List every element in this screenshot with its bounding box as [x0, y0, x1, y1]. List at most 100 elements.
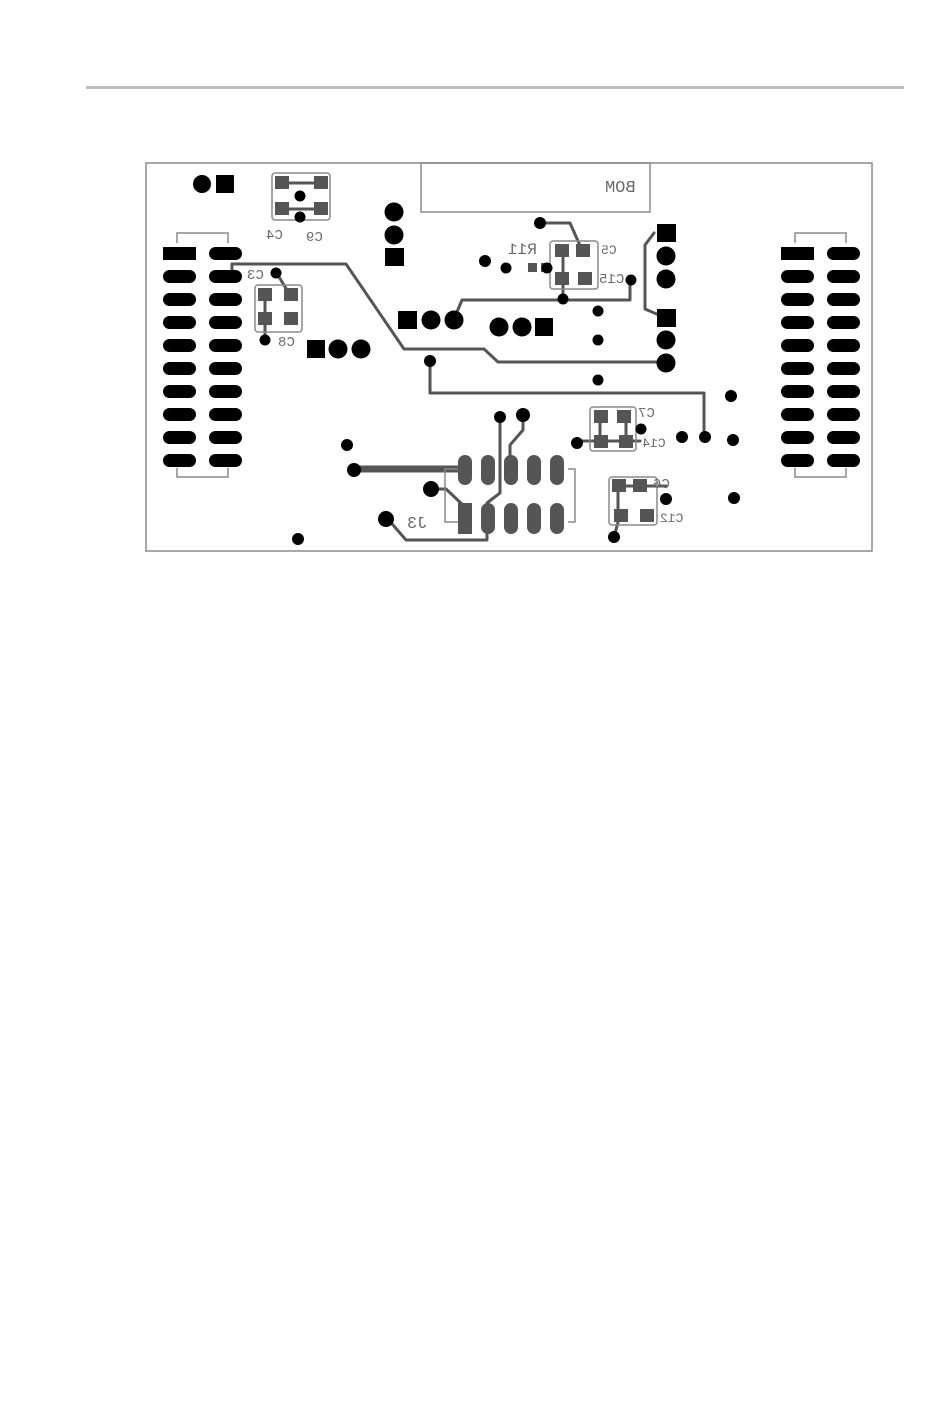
th-pad [423, 481, 439, 497]
th-pad [657, 354, 676, 373]
via [626, 275, 637, 286]
header-pad [209, 385, 242, 398]
th-pad [352, 340, 371, 359]
via [479, 255, 491, 267]
header-pad [827, 339, 860, 352]
header-pad [827, 454, 860, 467]
header-pad [209, 293, 242, 306]
c12-pad [614, 509, 628, 522]
header-pad [827, 431, 860, 444]
th-pad [657, 247, 676, 266]
header-pad [163, 385, 196, 398]
header-pad [781, 431, 814, 444]
j3-pad [481, 455, 495, 485]
via [593, 306, 604, 317]
header-pad [827, 408, 860, 421]
header-pad [163, 339, 196, 352]
header-pad [781, 316, 814, 329]
header-pad [163, 270, 196, 283]
c6-pad [633, 479, 647, 492]
header-pad [781, 408, 814, 421]
header-pad [209, 408, 242, 421]
header-pad [209, 454, 242, 467]
c5-label: C5 [601, 243, 617, 258]
th-pad-square [657, 224, 676, 242]
header-right-bracket-bottom [795, 468, 846, 477]
th-pad [378, 511, 394, 527]
c8-pad [258, 312, 272, 325]
j3-pin1-pad [458, 503, 472, 534]
c5-pad [576, 244, 590, 257]
j3-pad [527, 503, 541, 534]
j3-pad [504, 455, 518, 485]
th-pad [513, 318, 532, 337]
c6-pad [612, 479, 626, 492]
th-pad [193, 175, 211, 193]
r11-pad [528, 263, 537, 272]
via [699, 431, 711, 443]
via [260, 335, 271, 346]
via [660, 493, 672, 505]
via [727, 434, 739, 446]
c8-label: C8 [278, 335, 295, 351]
th-pad [329, 340, 348, 359]
via [295, 212, 306, 223]
c9-pad [314, 202, 328, 215]
via [295, 191, 306, 202]
j3-pad [481, 503, 495, 534]
via [571, 437, 583, 449]
c3-pad [284, 288, 298, 301]
j3-pads [458, 455, 564, 534]
header-pad [163, 293, 196, 306]
header-pad [163, 431, 196, 444]
c4-pad [314, 176, 328, 189]
via [728, 492, 740, 504]
c8-pad [284, 312, 298, 325]
c14-label: C14 [642, 436, 666, 451]
header-right-bracket-top [795, 233, 846, 243]
via [608, 531, 620, 543]
th-pad-square [657, 309, 676, 327]
th-pad-square [385, 248, 404, 266]
c3-label: C3 [247, 268, 264, 284]
c15-pad [555, 272, 569, 285]
header-pad [163, 316, 196, 329]
j3-pad [550, 455, 564, 485]
header-pad [781, 270, 814, 283]
header-pad [827, 385, 860, 398]
c4-label: C4 [266, 228, 283, 244]
via [424, 355, 436, 367]
th-pad [657, 331, 676, 350]
c15-pad [578, 272, 592, 285]
header-pad [781, 362, 814, 375]
th-pad [385, 203, 404, 222]
th-pad [385, 226, 404, 245]
via [534, 217, 546, 229]
bom-label: BOM [605, 179, 636, 198]
pin1-pad [163, 247, 196, 260]
c9-pad [275, 202, 289, 215]
c7-pad [594, 410, 608, 423]
th-pad [347, 463, 361, 477]
th-pad [516, 408, 530, 422]
header-pad [827, 270, 860, 283]
j3-pad [504, 503, 518, 534]
header-pad [209, 247, 242, 260]
header-pad [781, 454, 814, 467]
board-outline [146, 163, 872, 551]
th-pad [422, 311, 441, 330]
via [494, 411, 506, 423]
via [725, 390, 737, 402]
header-pad [163, 362, 196, 375]
c7-pad [617, 410, 631, 423]
header-pad [781, 339, 814, 352]
via [558, 294, 569, 305]
header-pad [781, 293, 814, 306]
c14-pad [619, 435, 633, 448]
header-pad [163, 454, 196, 467]
pin1-pad [781, 247, 814, 260]
header-pad [827, 316, 860, 329]
through-hole-pads [193, 175, 676, 527]
j3-pad [527, 455, 541, 485]
